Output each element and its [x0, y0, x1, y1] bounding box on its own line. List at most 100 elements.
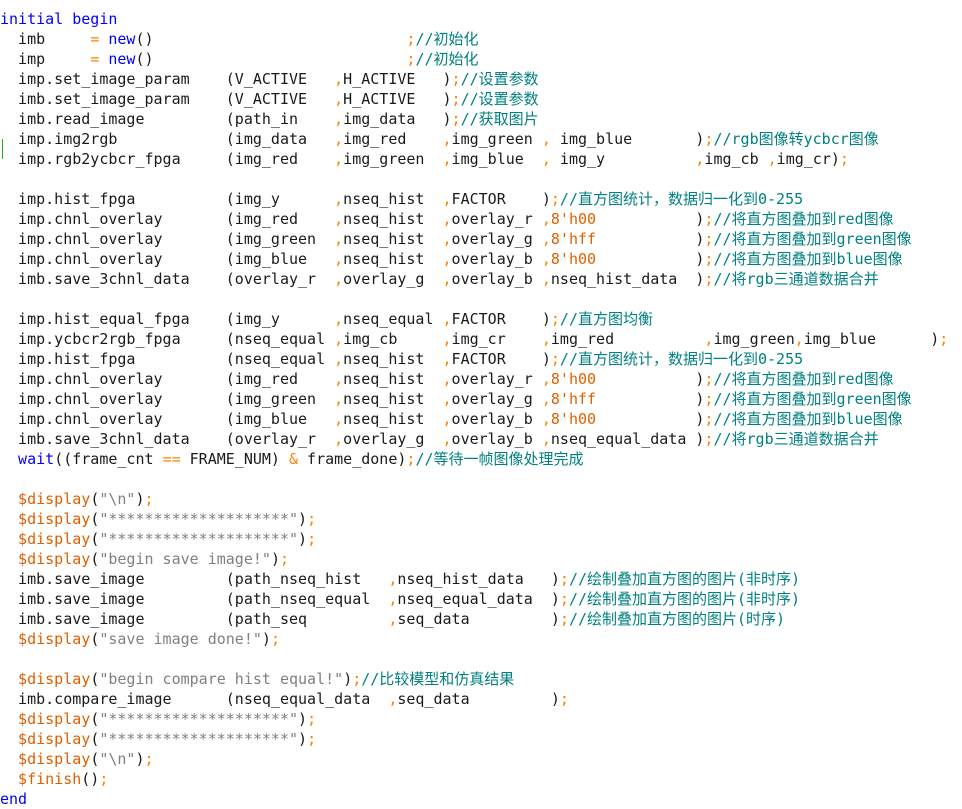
- code-line[interactable]: imp.hist_equal_fpga (img_y ,nseq_equal ,…: [0, 309, 962, 329]
- code-line[interactable]: imb = new() ;//初始化: [0, 29, 962, 49]
- code-token: overlay_b: [451, 410, 542, 428]
- code-line[interactable]: $display("********************");: [0, 709, 962, 729]
- code-line[interactable]: [0, 169, 962, 189]
- code-token: img_cr: [451, 330, 542, 348]
- code-token: [596, 410, 695, 428]
- code-token: ,: [704, 330, 714, 348]
- code-token: imb.save_image (path_nseq_equal: [0, 590, 389, 608]
- code-line[interactable]: imp.rgb2ycbcr_fpga (img_red ,img_green ,…: [0, 149, 962, 169]
- code-line[interactable]: imb.compare_image (nseq_equal_data ,seq_…: [0, 689, 962, 709]
- code-line[interactable]: $display("********************");: [0, 509, 962, 529]
- code-line[interactable]: $display("\n");: [0, 749, 962, 769]
- code-token: ,: [541, 210, 551, 228]
- code-token: //获取图片: [460, 110, 539, 128]
- code-token: overlay_b: [451, 250, 542, 268]
- code-token: "********************": [99, 710, 299, 728]
- code-token: (: [90, 750, 100, 768]
- code-token: //设置参数: [460, 90, 539, 108]
- code-line[interactable]: imp.chnl_overlay (img_green ,nseq_hist ,…: [0, 229, 962, 249]
- code-line[interactable]: imb.save_image (path_nseq_equal ,nseq_eq…: [0, 589, 962, 609]
- code-token: nseq_hist: [343, 190, 443, 208]
- code-token: ): [550, 690, 560, 708]
- code-line[interactable]: imp.ycbcr2rgb_fpga (nseq_equal ,img_cb ,…: [0, 329, 962, 349]
- code-line[interactable]: $display("begin compare hist equal!");//…: [0, 669, 962, 689]
- code-token: nseq_hist: [343, 350, 443, 368]
- code-editor[interactable]: initial begin imb = new() ;//初始化 imp = n…: [0, 9, 962, 809]
- code-token: ,: [334, 190, 344, 208]
- code-token: 8'hff: [550, 390, 597, 408]
- code-token: img_cb: [343, 330, 443, 348]
- code-token: ): [695, 430, 705, 448]
- code-token: overlay_b: [451, 270, 542, 288]
- code-token: "\n": [99, 490, 136, 508]
- code-token: ,: [334, 310, 344, 328]
- code-token: ;: [279, 550, 289, 568]
- code-line[interactable]: imp.hist_fpga (nseq_equal ,nseq_hist ,FA…: [0, 349, 962, 369]
- code-token: ,: [442, 250, 452, 268]
- code-line[interactable]: $finish();: [0, 769, 962, 789]
- code-line[interactable]: [0, 289, 962, 309]
- code-token: ,: [442, 370, 452, 388]
- code-token: //直方图统计，数据归一化到0-255: [559, 190, 804, 208]
- code-line[interactable]: imp.chnl_overlay (img_blue ,nseq_hist ,o…: [0, 409, 962, 429]
- code-token: nseq_equal_data: [550, 430, 696, 448]
- code-line[interactable]: imb.set_image_param (V_ACTIVE ,H_ACTIVE …: [0, 89, 962, 109]
- code-line[interactable]: $display("begin save image!");: [0, 549, 962, 569]
- code-token: ,: [442, 410, 452, 428]
- code-line[interactable]: imp.img2rgb (img_data ,img_red ,img_gree…: [0, 129, 962, 149]
- code-token: imb: [0, 30, 91, 48]
- code-line[interactable]: $display("********************");: [0, 729, 962, 749]
- code-token: imb.save_image (path_seq: [0, 610, 389, 628]
- code-token: imp.rgb2ycbcr_fpga (img_red: [0, 150, 335, 168]
- code-line[interactable]: imb.save_image (path_seq ,seq_data );//绘…: [0, 609, 962, 629]
- code-token: ;: [939, 330, 949, 348]
- code-token: imp.hist_equal_fpga (img_y: [0, 310, 335, 328]
- code-token: ): [298, 710, 308, 728]
- code-line[interactable]: imb.read_image (path_in ,img_data );//获取…: [0, 109, 962, 129]
- code-token: overlay_b: [451, 430, 542, 448]
- code-line[interactable]: imp.chnl_overlay (img_blue ,nseq_hist ,o…: [0, 249, 962, 269]
- code-line[interactable]: imp.set_image_param (V_ACTIVE ,H_ACTIVE …: [0, 69, 962, 89]
- code-line[interactable]: imp.chnl_overlay (img_green ,nseq_hist ,…: [0, 389, 962, 409]
- code-line[interactable]: imb.save_3chnl_data (overlay_r ,overlay_…: [0, 269, 962, 289]
- code-token: imp.chnl_overlay (img_blue: [0, 410, 335, 428]
- code-line[interactable]: imb.save_image (path_nseq_hist ,nseq_his…: [0, 569, 962, 589]
- code-token: ;: [307, 510, 317, 528]
- code-line[interactable]: [0, 649, 962, 669]
- code-line[interactable]: $display("\n");: [0, 489, 962, 509]
- code-token: imp.hist_fpga (nseq_equal: [0, 350, 335, 368]
- code-token: nseq_hist_data: [550, 270, 696, 288]
- code-token: img_green: [343, 150, 443, 168]
- code-line[interactable]: wait((frame_cnt == FRAME_NUM) & frame_do…: [0, 449, 962, 469]
- code-token: //将直方图叠加到green图像: [713, 230, 912, 248]
- code-token: ): [298, 510, 308, 528]
- code-token: //将直方图叠加到green图像: [713, 390, 912, 408]
- code-line[interactable]: imb.save_3chnl_data (overlay_r ,overlay_…: [0, 429, 962, 449]
- code-token: nseq_equal: [343, 310, 443, 328]
- code-token: ): [695, 250, 705, 268]
- code-token: FRAME_NUM): [180, 450, 289, 468]
- code-token: imp.img2rgb (img_data: [0, 130, 335, 148]
- code-line[interactable]: imp = new() ;//初始化: [0, 49, 962, 69]
- code-token: ,: [442, 230, 452, 248]
- code-token: imp.hist_fpga (img_y: [0, 190, 335, 208]
- code-line[interactable]: [0, 469, 962, 489]
- code-line[interactable]: end: [0, 789, 962, 809]
- code-token: ;: [550, 190, 560, 208]
- code-line[interactable]: $display("save image done!");: [0, 629, 962, 649]
- code-token: ,: [695, 150, 705, 168]
- code-token: ,: [334, 90, 344, 108]
- code-token: ,: [334, 150, 344, 168]
- code-line[interactable]: imp.hist_fpga (img_y ,nseq_hist ,FACTOR …: [0, 189, 962, 209]
- code-token: ;: [352, 670, 362, 688]
- code-token: ,: [442, 310, 452, 328]
- code-line[interactable]: $display("********************");: [0, 529, 962, 549]
- code-line[interactable]: imp.chnl_overlay (img_red ,nseq_hist ,ov…: [0, 209, 962, 229]
- code-line[interactable]: imp.chnl_overlay (img_red ,nseq_hist ,ov…: [0, 369, 962, 389]
- code-token: //将rgb三通道数据合并: [713, 270, 879, 288]
- code-token: (): [135, 50, 154, 68]
- code-token: ,: [334, 390, 344, 408]
- code-token: $display: [0, 530, 91, 548]
- code-token: ): [930, 330, 940, 348]
- code-line[interactable]: initial begin: [0, 9, 962, 29]
